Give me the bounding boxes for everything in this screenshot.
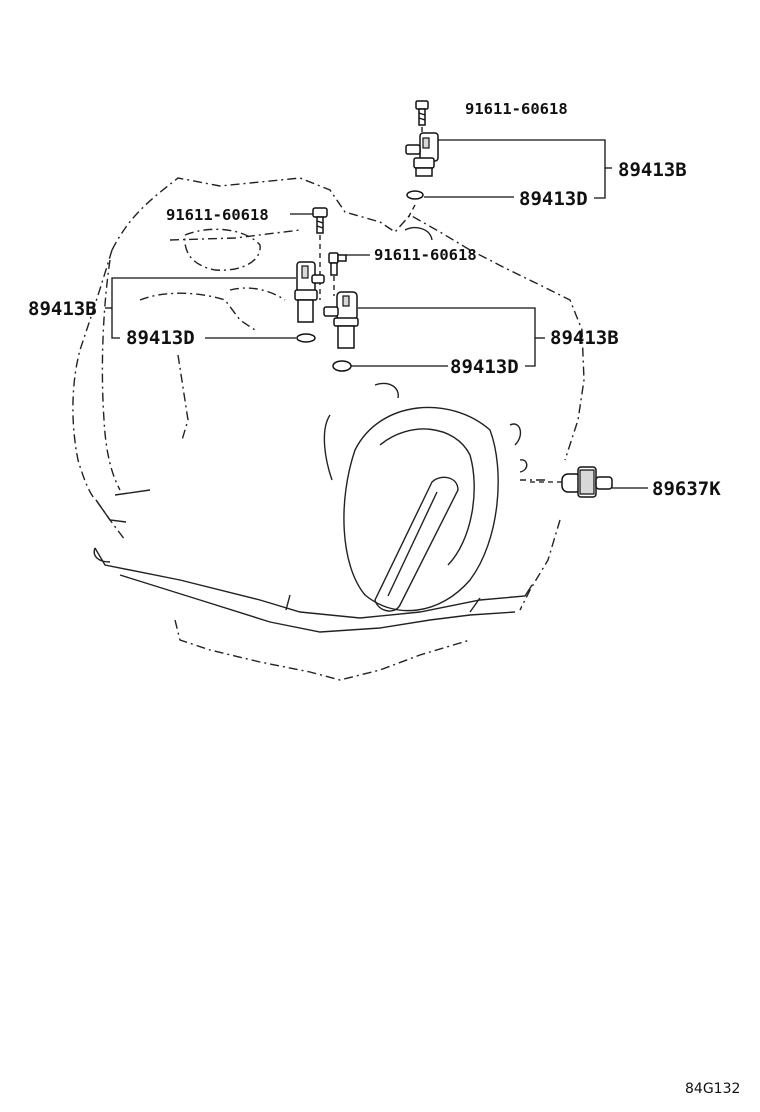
label-oring-right: 89413D [450,356,519,378]
label-bolt-mid: 91611-60618 [166,206,269,224]
top-oring-icon [406,190,424,200]
mid-bolt-icon [312,207,328,234]
right-oring-icon [332,360,352,372]
left-oring-icon [296,333,316,343]
label-sensor-right: 89413B [550,327,619,349]
top-bolt-icon [415,100,429,126]
top-bolt-assembly [405,100,439,219]
label-bolt-top: 91611-60618 [465,100,568,118]
speed-sensor-icon [530,466,613,498]
right-bolt-icon [328,252,347,276]
leader-lines [105,139,648,489]
transmission-case-features [93,227,533,633]
transmission-case-outline [72,177,585,681]
part-labels: 91611-60618 89413B 89413D 91611-60618 91… [28,100,740,1097]
label-oring-left: 89413D [126,327,195,349]
label-sensor-left: 89413B [28,298,97,320]
label-speed-sensor: 89637K [652,478,721,500]
label-oring-top: 89413D [519,188,588,210]
label-bolt-right: 91611-60618 [374,246,477,264]
top-sensor-icon [405,132,439,177]
right-sensor-assembly [323,252,359,372]
left-sensor-icon [294,261,325,323]
diagram-code: 84G132 [685,1081,740,1097]
right-sensor-icon [323,291,359,349]
label-sensor-top: 89413B [618,159,687,181]
left-sensor-assembly [294,207,328,343]
